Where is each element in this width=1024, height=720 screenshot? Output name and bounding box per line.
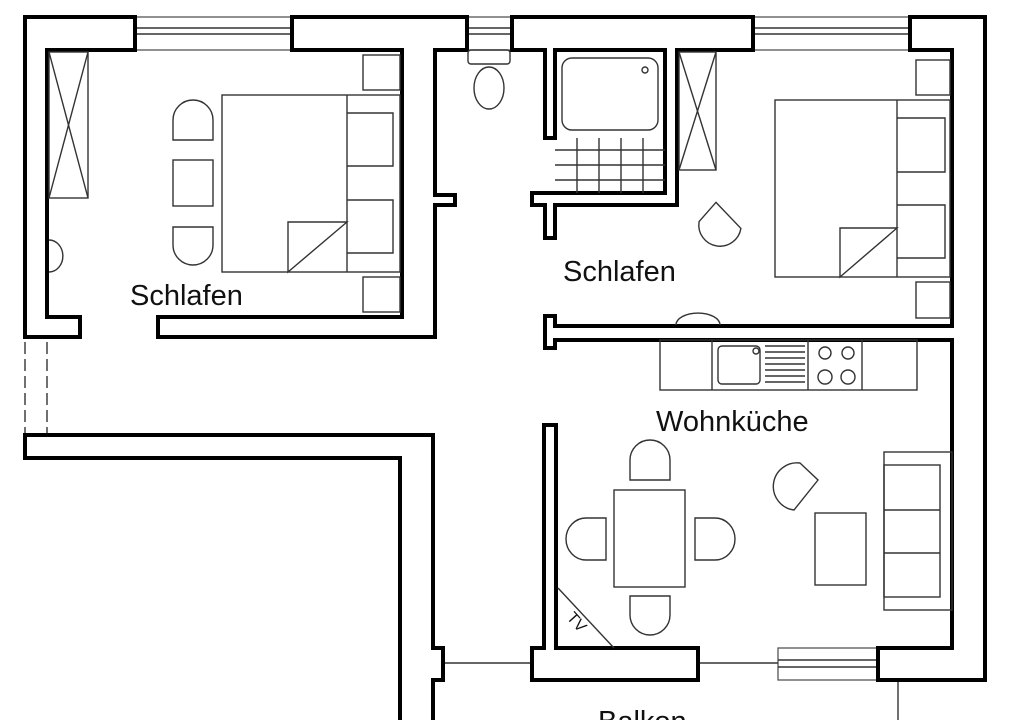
window-top-right: [752, 16, 911, 51]
chair-icon: [629, 595, 671, 636]
bed-icon: [221, 94, 401, 274]
room-label-right-bedroom: Schlafen: [563, 256, 676, 288]
wall-lower-left: [23, 433, 445, 720]
tv-corner: [557, 587, 615, 649]
wall-bathroom: [510, 15, 755, 240]
wardrobe-icon: [48, 51, 89, 199]
chair-icon: [629, 439, 671, 481]
room-label-left-bedroom: Schlafen: [130, 280, 243, 312]
kitchen-furniture: TV: [557, 339, 953, 649]
door-arc-icon: [675, 312, 721, 326]
tiled-floor: [555, 138, 665, 193]
walls: [23, 15, 987, 720]
toilet-icon: [467, 49, 511, 110]
room-label-balcony: Balkon: [598, 706, 687, 720]
wall-left-bedroom: [23, 15, 137, 339]
kitchen-counter: [659, 339, 918, 391]
window-kitchen: [777, 647, 879, 681]
door-arc-icon: [48, 239, 64, 273]
bathroom-furniture: [555, 57, 665, 193]
stove-icon: [817, 346, 856, 385]
sink-icon: [717, 345, 761, 385]
drain-icon: [641, 66, 649, 74]
nightstand-icon: [362, 276, 401, 313]
nightstand-icon: [915, 281, 951, 319]
wardrobe-icon: [678, 51, 717, 171]
tv-label: TV: [563, 609, 590, 636]
windows: [134, 16, 911, 681]
entrance-opening: [24, 342, 48, 435]
chair-icon: [698, 201, 742, 247]
coffee-table-icon: [814, 512, 867, 586]
chair-icon: [565, 517, 607, 561]
stool-icon: [172, 99, 214, 141]
chair-icon: [694, 517, 736, 561]
sofa-icon: [883, 451, 953, 611]
nightstand-icon: [915, 59, 951, 96]
nightstand-icon: [362, 54, 401, 91]
right-bedroom-furniture: [675, 51, 951, 326]
dining-table-icon: [613, 489, 686, 588]
left-bedroom-furniture: [48, 51, 401, 313]
wall-right-outer: [543, 15, 987, 682]
bathtub-icon: [561, 57, 659, 131]
room-label-kitchen: Wohnküche: [656, 406, 809, 438]
wall-kitchen-left: [530, 423, 700, 682]
window-wc: [466, 16, 513, 51]
stool-icon: [172, 226, 214, 266]
wall-top-middle: [156, 15, 469, 339]
drainboard: [765, 345, 805, 383]
armchair-icon: [772, 462, 819, 511]
stool-icon: [172, 159, 214, 207]
bed-icon: [774, 99, 951, 279]
window-top-left: [134, 16, 293, 51]
